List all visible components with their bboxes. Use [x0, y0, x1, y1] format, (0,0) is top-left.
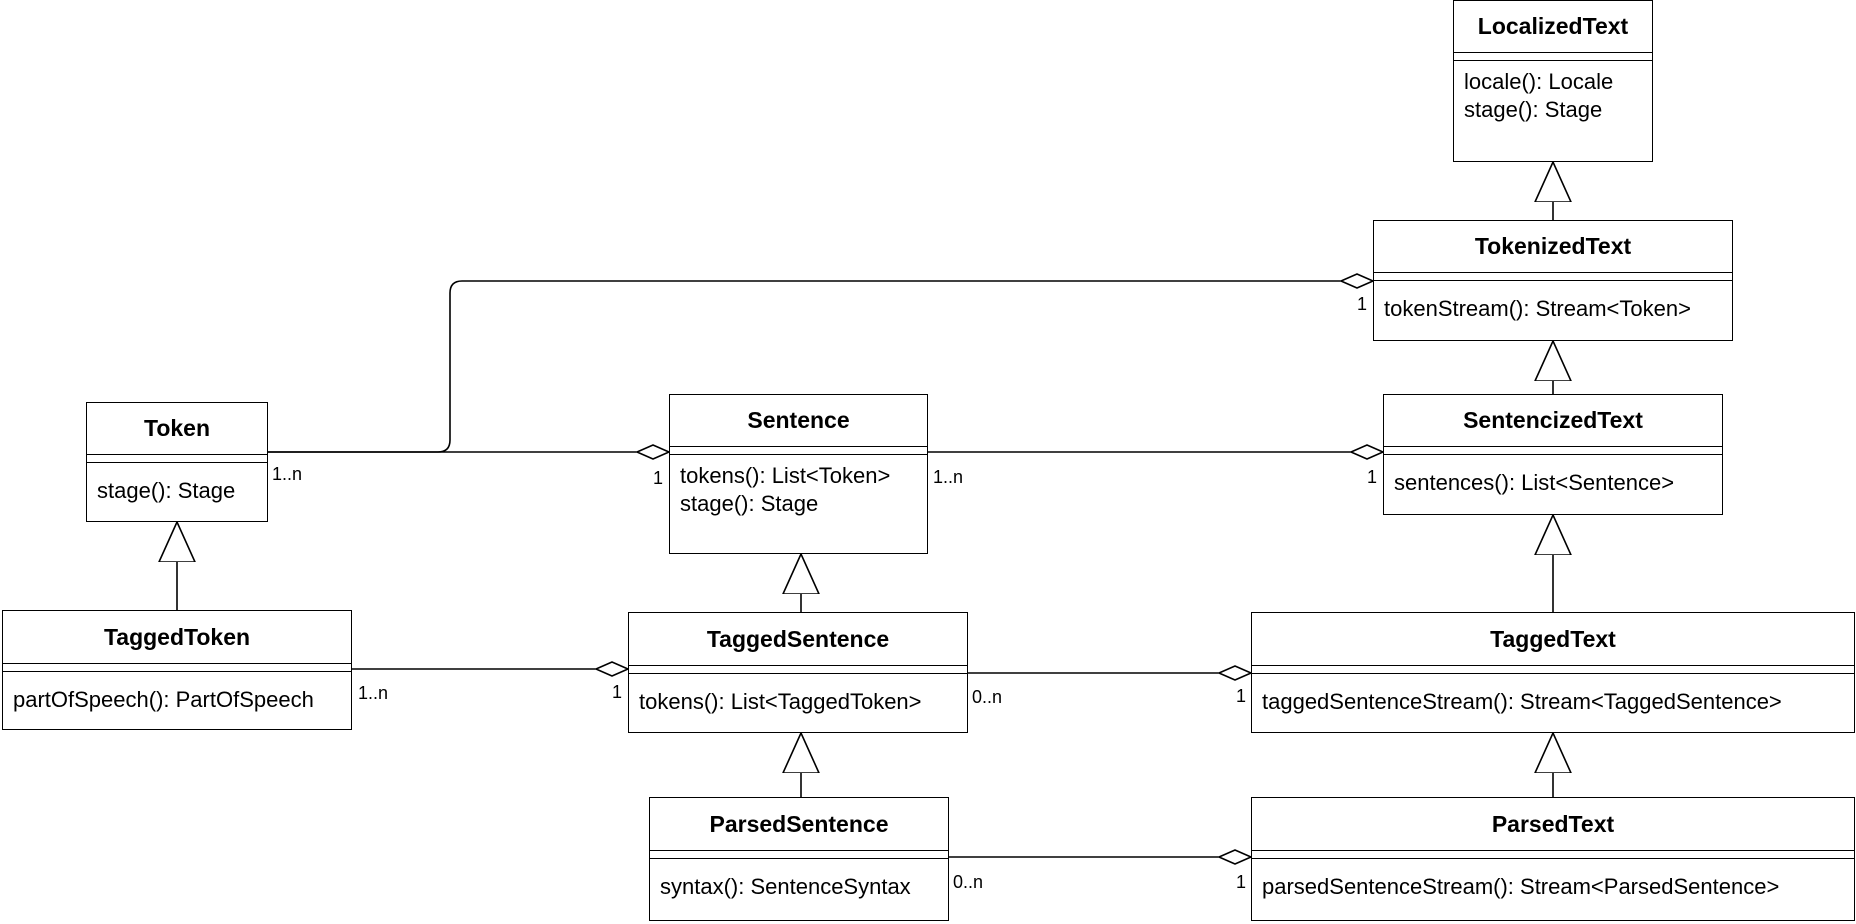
operations-compartment: parsedSentenceStream(): Stream<ParsedSen… [1252, 859, 1854, 907]
attributes-compartment [1252, 666, 1854, 674]
class-name: ParsedSentence [650, 798, 948, 851]
class-name: TaggedToken [3, 611, 351, 664]
operations-compartment: syntax(): SentenceSyntax [650, 859, 948, 907]
operation: tokenStream(): Stream<Token> [1384, 296, 1691, 321]
taggedsentence-class[interactable]: TaggedSentence tokens(): List<TaggedToke… [628, 612, 968, 733]
taggedtoken-class[interactable]: TaggedToken partOfSpeech(): PartOfSpeech [2, 610, 352, 730]
class-name: TaggedText [1252, 613, 1854, 666]
operation: syntax(): SentenceSyntax [660, 874, 911, 899]
taggedtext-class[interactable]: TaggedText taggedSentenceStream(): Strea… [1251, 612, 1855, 733]
operations-compartment: tokens(): List<Token> stage(): Stage [670, 455, 927, 524]
multiplicity-label: 1 [653, 468, 664, 488]
tokenizedtext-class[interactable]: TokenizedText tokenStream(): Stream<Toke… [1373, 220, 1733, 341]
operation: stage(): Stage [680, 491, 819, 516]
operation: sentences(): List<Sentence> [1394, 470, 1675, 495]
operation: locale(): Locale [1464, 69, 1614, 94]
multiplicity-label: 1 [1236, 686, 1247, 706]
multiplicity-label: 1..n [933, 467, 964, 487]
parsedtext-class[interactable]: ParsedText parsedSentenceStream(): Strea… [1251, 797, 1855, 921]
attributes-compartment [1374, 273, 1732, 281]
operation: stage(): Stage [1464, 97, 1603, 122]
attributes-compartment [3, 664, 351, 672]
multiplicity-label: 1..n [358, 683, 389, 703]
class-name: Sentence [670, 395, 927, 447]
attributes-compartment [87, 455, 267, 463]
attributes-compartment [629, 666, 967, 674]
multiplicity-label: 0..n [972, 687, 1003, 707]
class-name: Token [87, 403, 267, 455]
multiplicity-label: 1 [1236, 872, 1247, 892]
multiplicity-label: 1..n [272, 464, 303, 484]
parsedsentence-class[interactable]: ParsedSentence syntax(): SentenceSyntax [649, 797, 949, 921]
operation: tokens(): List<TaggedToken> [639, 689, 922, 714]
operation: taggedSentenceStream(): Stream<TaggedSen… [1262, 689, 1782, 714]
multiplicity-label: 0..n [953, 872, 984, 892]
sentence-class[interactable]: Sentence tokens(): List<Token> stage(): … [669, 394, 928, 554]
class-name: TaggedSentence [629, 613, 967, 666]
operations-compartment: locale(): Locale stage(): Stage [1454, 61, 1652, 130]
operation: partOfSpeech(): PartOfSpeech [13, 687, 314, 712]
attributes-compartment [1454, 53, 1652, 61]
operation: tokens(): List<Token> [680, 463, 891, 488]
token-class[interactable]: Token stage(): Stage [86, 402, 268, 522]
sentencizedtext-class[interactable]: SentencizedText sentences(): List<Senten… [1383, 394, 1723, 515]
operation: stage(): Stage [97, 478, 236, 503]
operations-compartment: tokenStream(): Stream<Token> [1374, 281, 1732, 329]
operation: parsedSentenceStream(): Stream<ParsedSen… [1262, 874, 1780, 899]
operations-compartment: taggedSentenceStream(): Stream<TaggedSen… [1252, 674, 1854, 722]
class-name: LocalizedText [1454, 1, 1652, 53]
class-name: SentencizedText [1384, 395, 1722, 447]
operations-compartment: tokens(): List<TaggedToken> [629, 674, 967, 722]
multiplicity-label: 1 [1367, 467, 1378, 487]
attributes-compartment [1384, 447, 1722, 455]
multiplicity-label: 1 [612, 682, 623, 702]
operations-compartment: sentences(): List<Sentence> [1384, 455, 1722, 503]
class-name: TokenizedText [1374, 221, 1732, 273]
attributes-compartment [1252, 851, 1854, 859]
operations-compartment: stage(): Stage [87, 463, 267, 511]
class-name: ParsedText [1252, 798, 1854, 851]
localizedtext-class[interactable]: LocalizedText locale(): Locale stage(): … [1453, 0, 1653, 162]
attributes-compartment [670, 447, 927, 455]
attributes-compartment [650, 851, 948, 859]
operations-compartment: partOfSpeech(): PartOfSpeech [3, 672, 351, 720]
multiplicity-label: 1 [1357, 294, 1368, 314]
